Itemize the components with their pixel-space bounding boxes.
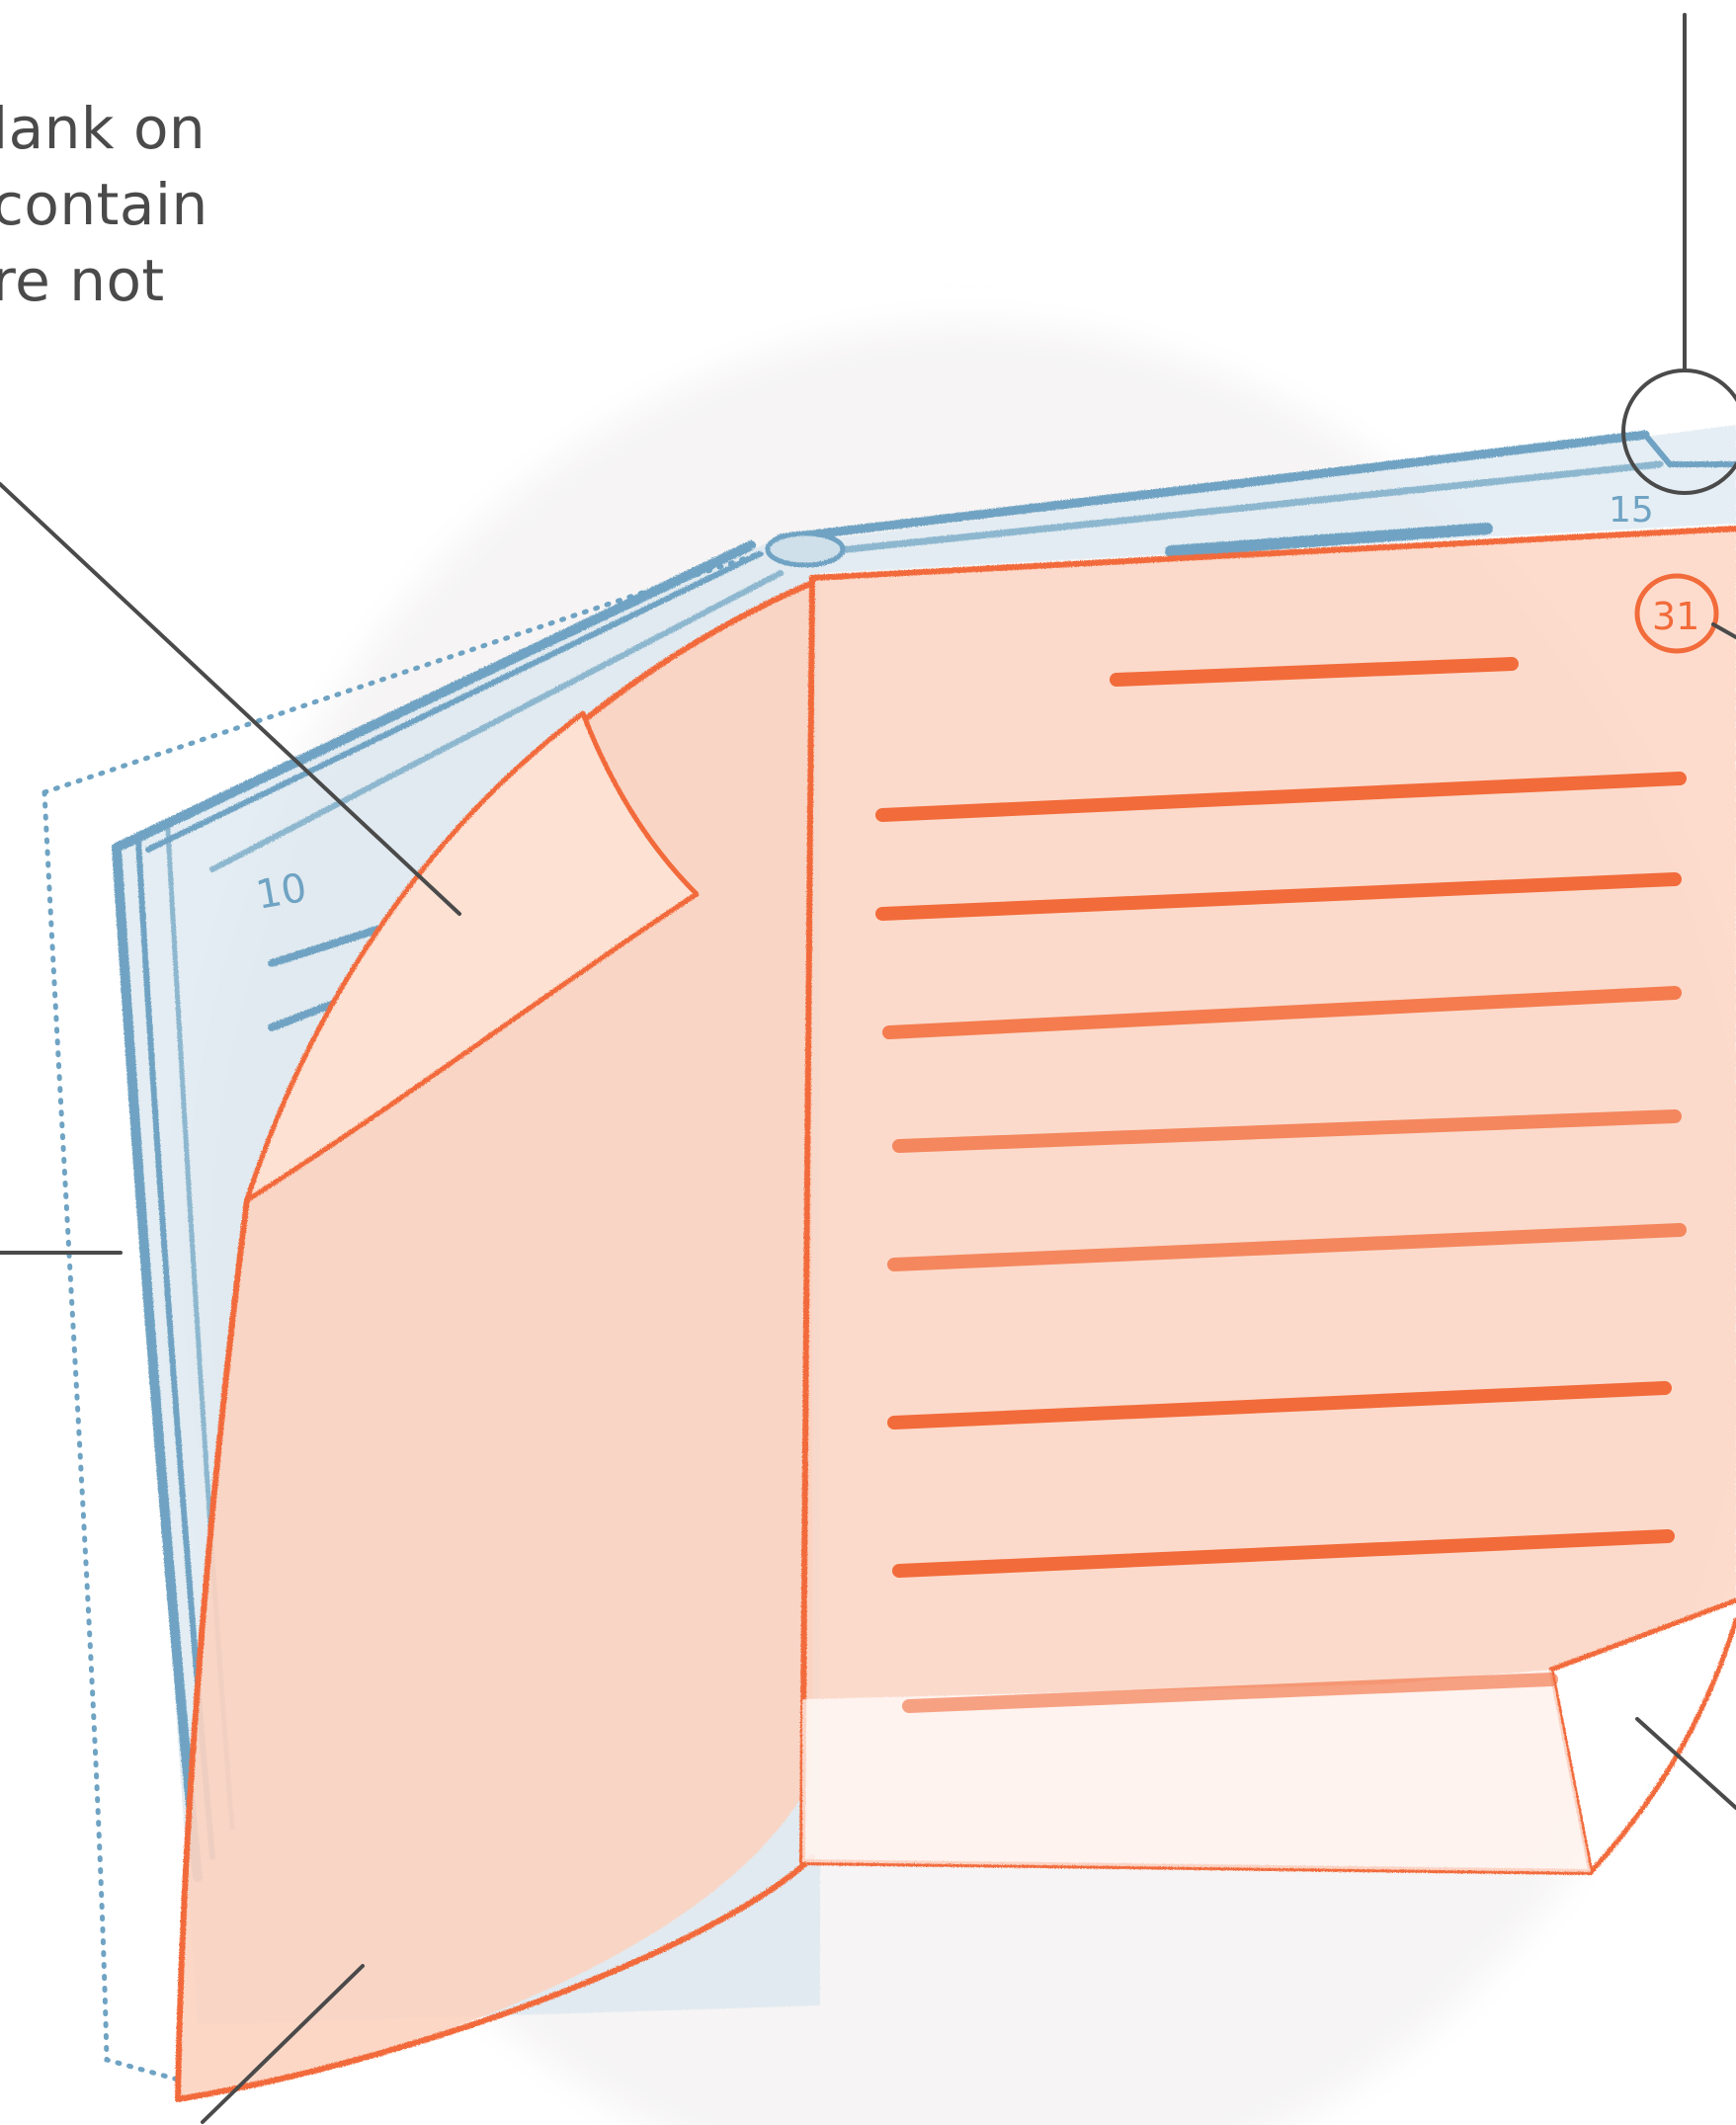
page-number-left: 10 — [253, 865, 310, 919]
page-number-right-page: 31 — [1652, 595, 1699, 638]
page-number-right-stack: 15 — [1609, 490, 1654, 531]
right-page — [800, 529, 1736, 1872]
